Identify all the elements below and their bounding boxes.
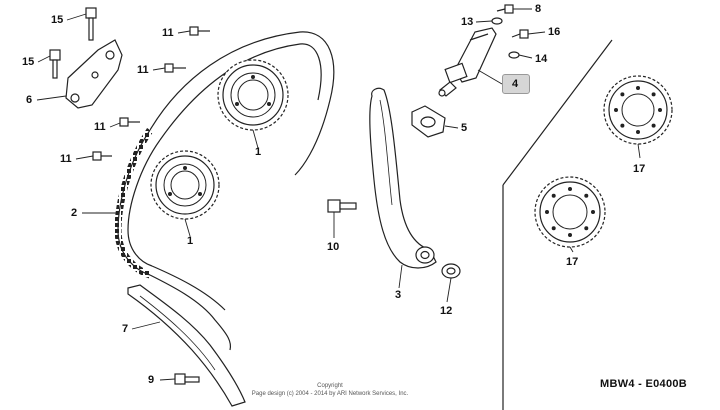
callout-11-b[interactable]: 11	[137, 64, 149, 76]
gasket	[411, 105, 446, 138]
copyright-text: Page design (c) 2004 - 2014 by ARI Netwo…	[251, 391, 409, 397]
callout-16[interactable]: 16	[548, 26, 561, 38]
callout-4[interactable]: 4	[512, 78, 519, 90]
callout-14[interactable]: 14	[535, 53, 548, 65]
cam-chain	[114, 31, 335, 351]
copyright-notice: Copyright Page design (c) 2004 - 2014 by…	[200, 382, 460, 398]
bolt-9	[174, 373, 200, 385]
bolt-15-lower	[49, 49, 61, 79]
callout-9[interactable]: 9	[148, 374, 155, 386]
callout-13[interactable]: 13	[461, 16, 474, 28]
tensioner-lifter	[438, 27, 497, 97]
bolts-11	[92, 26, 210, 161]
bolt-16	[511, 29, 529, 39]
sprocket-17-upper	[603, 75, 673, 145]
callout-1-upper[interactable]: 1	[255, 146, 262, 158]
callout-11-c[interactable]: 11	[94, 121, 106, 133]
bracket	[65, 39, 123, 109]
bolt-10	[327, 199, 357, 213]
callout-6[interactable]: 6	[26, 94, 33, 106]
callout-4-highlight[interactable]	[502, 74, 530, 94]
callout-2[interactable]: 2	[71, 207, 78, 219]
callout-11-d[interactable]: 11	[60, 153, 72, 165]
collar-12	[441, 263, 461, 279]
callout-5[interactable]: 5	[461, 122, 468, 134]
washer-13	[491, 17, 503, 25]
chain-guide	[127, 284, 246, 407]
callout-8[interactable]: 8	[535, 3, 542, 15]
section-divider	[502, 39, 613, 186]
bolt-15-upper	[85, 7, 97, 41]
callout-15-lower[interactable]: 15	[22, 56, 35, 68]
sprocket-17-lower	[534, 176, 606, 248]
callout-17-upper[interactable]: 17	[633, 163, 646, 175]
tensioner-arm	[369, 87, 437, 269]
copyright-title: Copyright	[317, 383, 343, 389]
callout-10[interactable]: 10	[327, 241, 340, 253]
callout-1-lower[interactable]: 1	[187, 235, 194, 247]
callout-12[interactable]: 12	[440, 305, 453, 317]
callout-11-a[interactable]: 11	[162, 27, 174, 39]
callout-3[interactable]: 3	[395, 289, 402, 301]
callout-17-lower[interactable]: 17	[566, 256, 579, 268]
callout-15-upper[interactable]: 15	[51, 14, 64, 26]
diagram-ref-code: MBW4 - E0400B	[600, 378, 688, 390]
cam-sprocket-upper	[217, 59, 289, 131]
washer-14	[508, 51, 520, 59]
bolt-8	[496, 4, 514, 14]
leader-lines	[36, 8, 641, 381]
callout-7[interactable]: 7	[122, 323, 129, 335]
cam-sprocket-lower	[150, 150, 220, 220]
